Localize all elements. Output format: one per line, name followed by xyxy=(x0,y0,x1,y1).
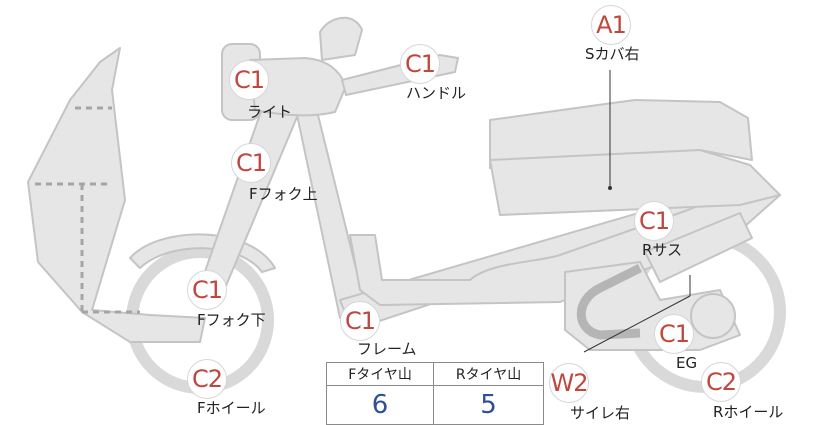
grade-badge-front-fork-upper: C1 xyxy=(231,143,271,183)
grade-badge-engine: C1 xyxy=(654,314,694,354)
tread-value-front: 6 xyxy=(325,385,435,425)
tread-header-front: Fタイヤ山 xyxy=(325,362,435,386)
mirror-shape xyxy=(319,16,363,61)
label-rear-suspension: Rサス xyxy=(642,241,683,259)
grade-badge-front-wheel: C2 xyxy=(187,359,227,399)
label-seat-cover-right: Sカバ右 xyxy=(585,45,640,63)
label-front-fork-upper: Fフォク上 xyxy=(249,185,318,203)
label-muffler-right: サイレ右 xyxy=(570,404,631,422)
label-engine: EG xyxy=(676,354,698,372)
rear-cowl-shape xyxy=(489,149,781,216)
grade-badge-rear-wheel: C2 xyxy=(701,362,741,402)
frame-tube-shape xyxy=(295,109,366,319)
grade-badge-seat-cover-right: A1 xyxy=(591,5,631,45)
engine-hub-shape xyxy=(690,293,736,339)
grade-badge-handle: C1 xyxy=(400,44,440,84)
tread-header-rear: Rタイヤ山 xyxy=(433,362,544,386)
tire-tread-table: Fタイヤ山 Rタイヤ山 6 5 xyxy=(325,362,544,425)
handle-housing-shape xyxy=(249,57,347,117)
grade-badge-rear-suspension: C1 xyxy=(634,201,674,241)
leg-shield-shape xyxy=(27,47,206,343)
grade-badge-muffler-right: W2 xyxy=(549,363,589,403)
label-front-fork-lower: Fフォク下 xyxy=(197,311,266,329)
label-light: ライト xyxy=(247,103,293,121)
tread-value-rear: 5 xyxy=(433,385,544,425)
grade-badge-front-fork-lower: C1 xyxy=(187,270,227,310)
label-frame: フレーム xyxy=(357,340,417,358)
label-handle: ハンドル xyxy=(406,84,467,102)
rear-shock-shape xyxy=(644,212,753,283)
label-rear-wheel: Rホイール xyxy=(713,403,784,421)
leader-muffler xyxy=(583,295,691,353)
muffler-pipe-shape xyxy=(576,263,643,340)
grade-badge-frame: C1 xyxy=(340,301,380,341)
grade-badge-light: C1 xyxy=(229,60,269,100)
leader-dot-seat xyxy=(608,186,612,190)
label-front-wheel: Fホイール xyxy=(197,399,266,417)
